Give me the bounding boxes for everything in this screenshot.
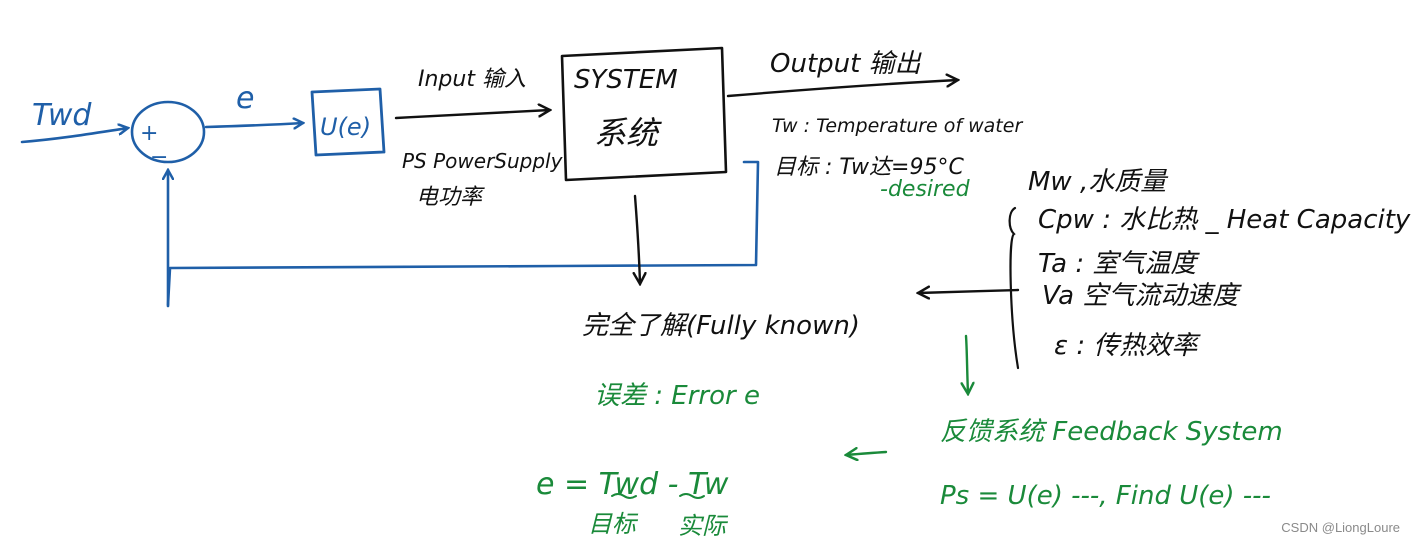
parameters-brace <box>1008 206 1020 370</box>
fully-known-label: 完全了解(Fully known) <box>582 311 860 341</box>
reference-arrow <box>20 128 128 144</box>
target-temperature-label: 目标 : Tw达=95°C <box>774 155 964 180</box>
formula-target-tilde <box>611 493 637 499</box>
feedback-down-arrow <box>966 334 968 394</box>
controller-label: U(e) <box>320 113 371 141</box>
air-temperature-label: Ta : 室气温度 <box>1038 249 1200 279</box>
feedback-path <box>166 160 760 307</box>
error-arrow <box>204 123 303 127</box>
feedback-system-label: 反馈系统 Feedback System <box>940 417 1283 447</box>
plus-sign: + <box>140 121 158 146</box>
error-formula: e = Twd - Tw <box>536 467 729 502</box>
parameters-arrow <box>918 290 1020 293</box>
heat-capacity-label: Cpw : 水比热 _ Heat Capacity <box>1038 205 1411 235</box>
summing-junction <box>130 100 206 164</box>
ps-formula: Ps = U(e) ---, Find U(e) --- <box>940 481 1271 511</box>
formula-actual-label: 实际 <box>678 512 729 540</box>
error-note: 误差 : Error e <box>594 381 760 411</box>
minus-sign: − <box>150 145 168 170</box>
power-supply-label-cn: 电功率 <box>416 185 485 210</box>
water-temperature-label: Tw : Temperature of water <box>772 115 1023 137</box>
input-arrow <box>394 110 550 120</box>
feedback-left-arrow <box>846 452 888 455</box>
water-mass-label: Mw ,水质量 <box>1028 167 1169 197</box>
watermark: CSDN @LiongLoure <box>1281 520 1400 535</box>
reference-label: Twd <box>32 98 92 133</box>
down-arrow <box>635 194 640 284</box>
system-label: SYSTEM <box>574 65 678 95</box>
system-block <box>560 46 728 182</box>
efficiency-label: ε : 传热效率 <box>1054 331 1201 361</box>
formula-actual-tilde <box>679 493 705 499</box>
power-supply-label: PS PowerSupply <box>402 149 564 173</box>
error-label: e <box>236 81 254 116</box>
output-label: Output 输出 <box>770 49 923 79</box>
formula-target-label: 目标 <box>588 510 639 538</box>
controller-block <box>310 87 386 157</box>
system-label-cn: 系统 <box>594 114 662 152</box>
output-arrow <box>726 80 958 98</box>
desired-label: -desired <box>880 177 971 202</box>
air-velocity-label: Va 空气流动速度 <box>1042 281 1242 311</box>
input-label: Input 输入 <box>418 67 526 92</box>
